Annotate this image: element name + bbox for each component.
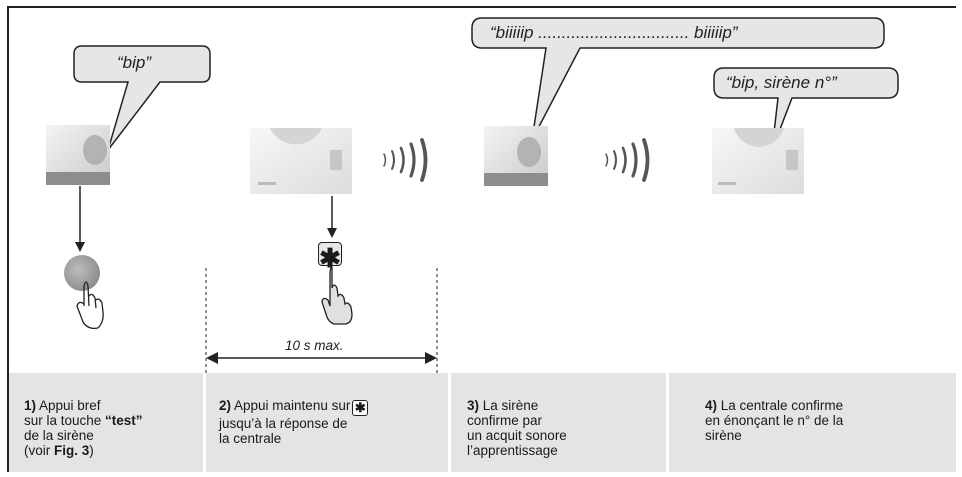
step-2-caption: 2) Appui maintenu sur✱ jusqu’à la répons…	[219, 398, 369, 446]
key-button-icon: ✱	[318, 242, 342, 273]
diagram-frame	[7, 6, 956, 472]
caption-separator-1	[203, 373, 206, 472]
siren-device-2	[484, 126, 548, 186]
test-button-icon	[64, 255, 100, 291]
bubble-text-bip: “bip”	[117, 53, 152, 72]
speech-bubble-bip	[73, 45, 211, 151]
speech-bubble-long-beep	[471, 17, 885, 141]
pressing-hand-icon-1	[76, 281, 104, 330]
central-unit-2	[712, 128, 804, 194]
step-4-caption: 4) La centrale confirme en énonçant le n…	[705, 398, 844, 443]
key-symbol-icon: ✱	[352, 400, 369, 416]
pressing-hand-icon-2	[321, 266, 353, 325]
bubble-text-sirene-number: “bip, sirène n°”	[726, 73, 837, 92]
caption-separator-3	[666, 373, 669, 472]
duration-label: 10 s max.	[285, 338, 344, 353]
radio-waves-icon-2	[605, 138, 650, 182]
speech-bubble-sirene-number	[713, 67, 899, 151]
caption-separator-2	[448, 373, 451, 472]
siren-device-1	[46, 125, 110, 185]
bubble-text-long-beep: “biiiiip ...............................…	[490, 23, 738, 42]
step-1-caption: 1) Appui bref sur la touche “test” de la…	[24, 398, 143, 458]
step-3-caption: 3) La sirène confirme par un acquit sono…	[467, 398, 567, 458]
duration-arrow	[206, 352, 437, 364]
radio-waves-icon-1	[383, 138, 428, 182]
central-unit-1	[250, 128, 352, 194]
caption-band	[9, 373, 956, 472]
